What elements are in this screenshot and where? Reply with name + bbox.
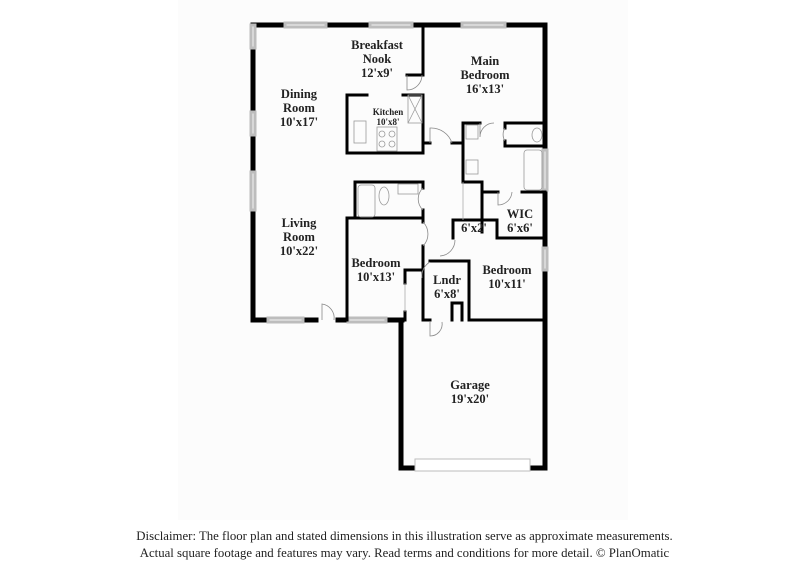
disclaimer-line-2: Actual square footage and features may v… — [139, 546, 670, 560]
room-label-kitchen: Kitchen 10'x8' — [372, 107, 404, 127]
room-label-bedroom-3: Bedroom 10'x11' — [482, 263, 532, 291]
hall-tub — [357, 184, 376, 218]
master-sink-2 — [465, 159, 479, 175]
disclaimer-line-1: Disclaimer: The floor plan and stated di… — [136, 529, 673, 543]
fixtures — [353, 94, 543, 218]
master-tub — [523, 149, 543, 191]
hall-door-swing — [429, 127, 453, 144]
kitchen-sink — [353, 120, 367, 144]
room-label-dining-room: Dining Room 10'x17' — [279, 87, 319, 129]
room-label-wic: WIC 6'x6' — [506, 207, 534, 235]
room-label-main-bedroom: Main Bedroom 16'x13' — [460, 54, 510, 96]
room-label-bedroom-2: Bedroom 10'x13' — [351, 256, 401, 284]
room-label-garage: Garage 19'x20' — [450, 378, 490, 406]
master-toilet — [531, 127, 543, 143]
disclaimer: Disclaimer: The floor plan and stated di… — [0, 528, 809, 562]
exterior-walls — [250, 22, 548, 471]
room-label-breakfast-nook: Breakfast Nook 12'x9' — [351, 38, 403, 80]
room-label-closet: 6'x2' — [461, 221, 487, 235]
kitchen-stove — [376, 126, 398, 152]
hall-sink — [397, 183, 419, 195]
windows — [249, 21, 549, 472]
master-sink-1 — [465, 124, 479, 140]
doors — [321, 74, 513, 337]
nook-door-swing — [406, 74, 423, 91]
hall-toilet — [378, 186, 390, 206]
room-label-living-room: Living Room 10'x22' — [279, 216, 319, 258]
interior-walls — [345, 23, 547, 322]
room-label-laundry: Lndr 6'x8' — [433, 273, 461, 301]
refrigerator — [407, 94, 423, 124]
